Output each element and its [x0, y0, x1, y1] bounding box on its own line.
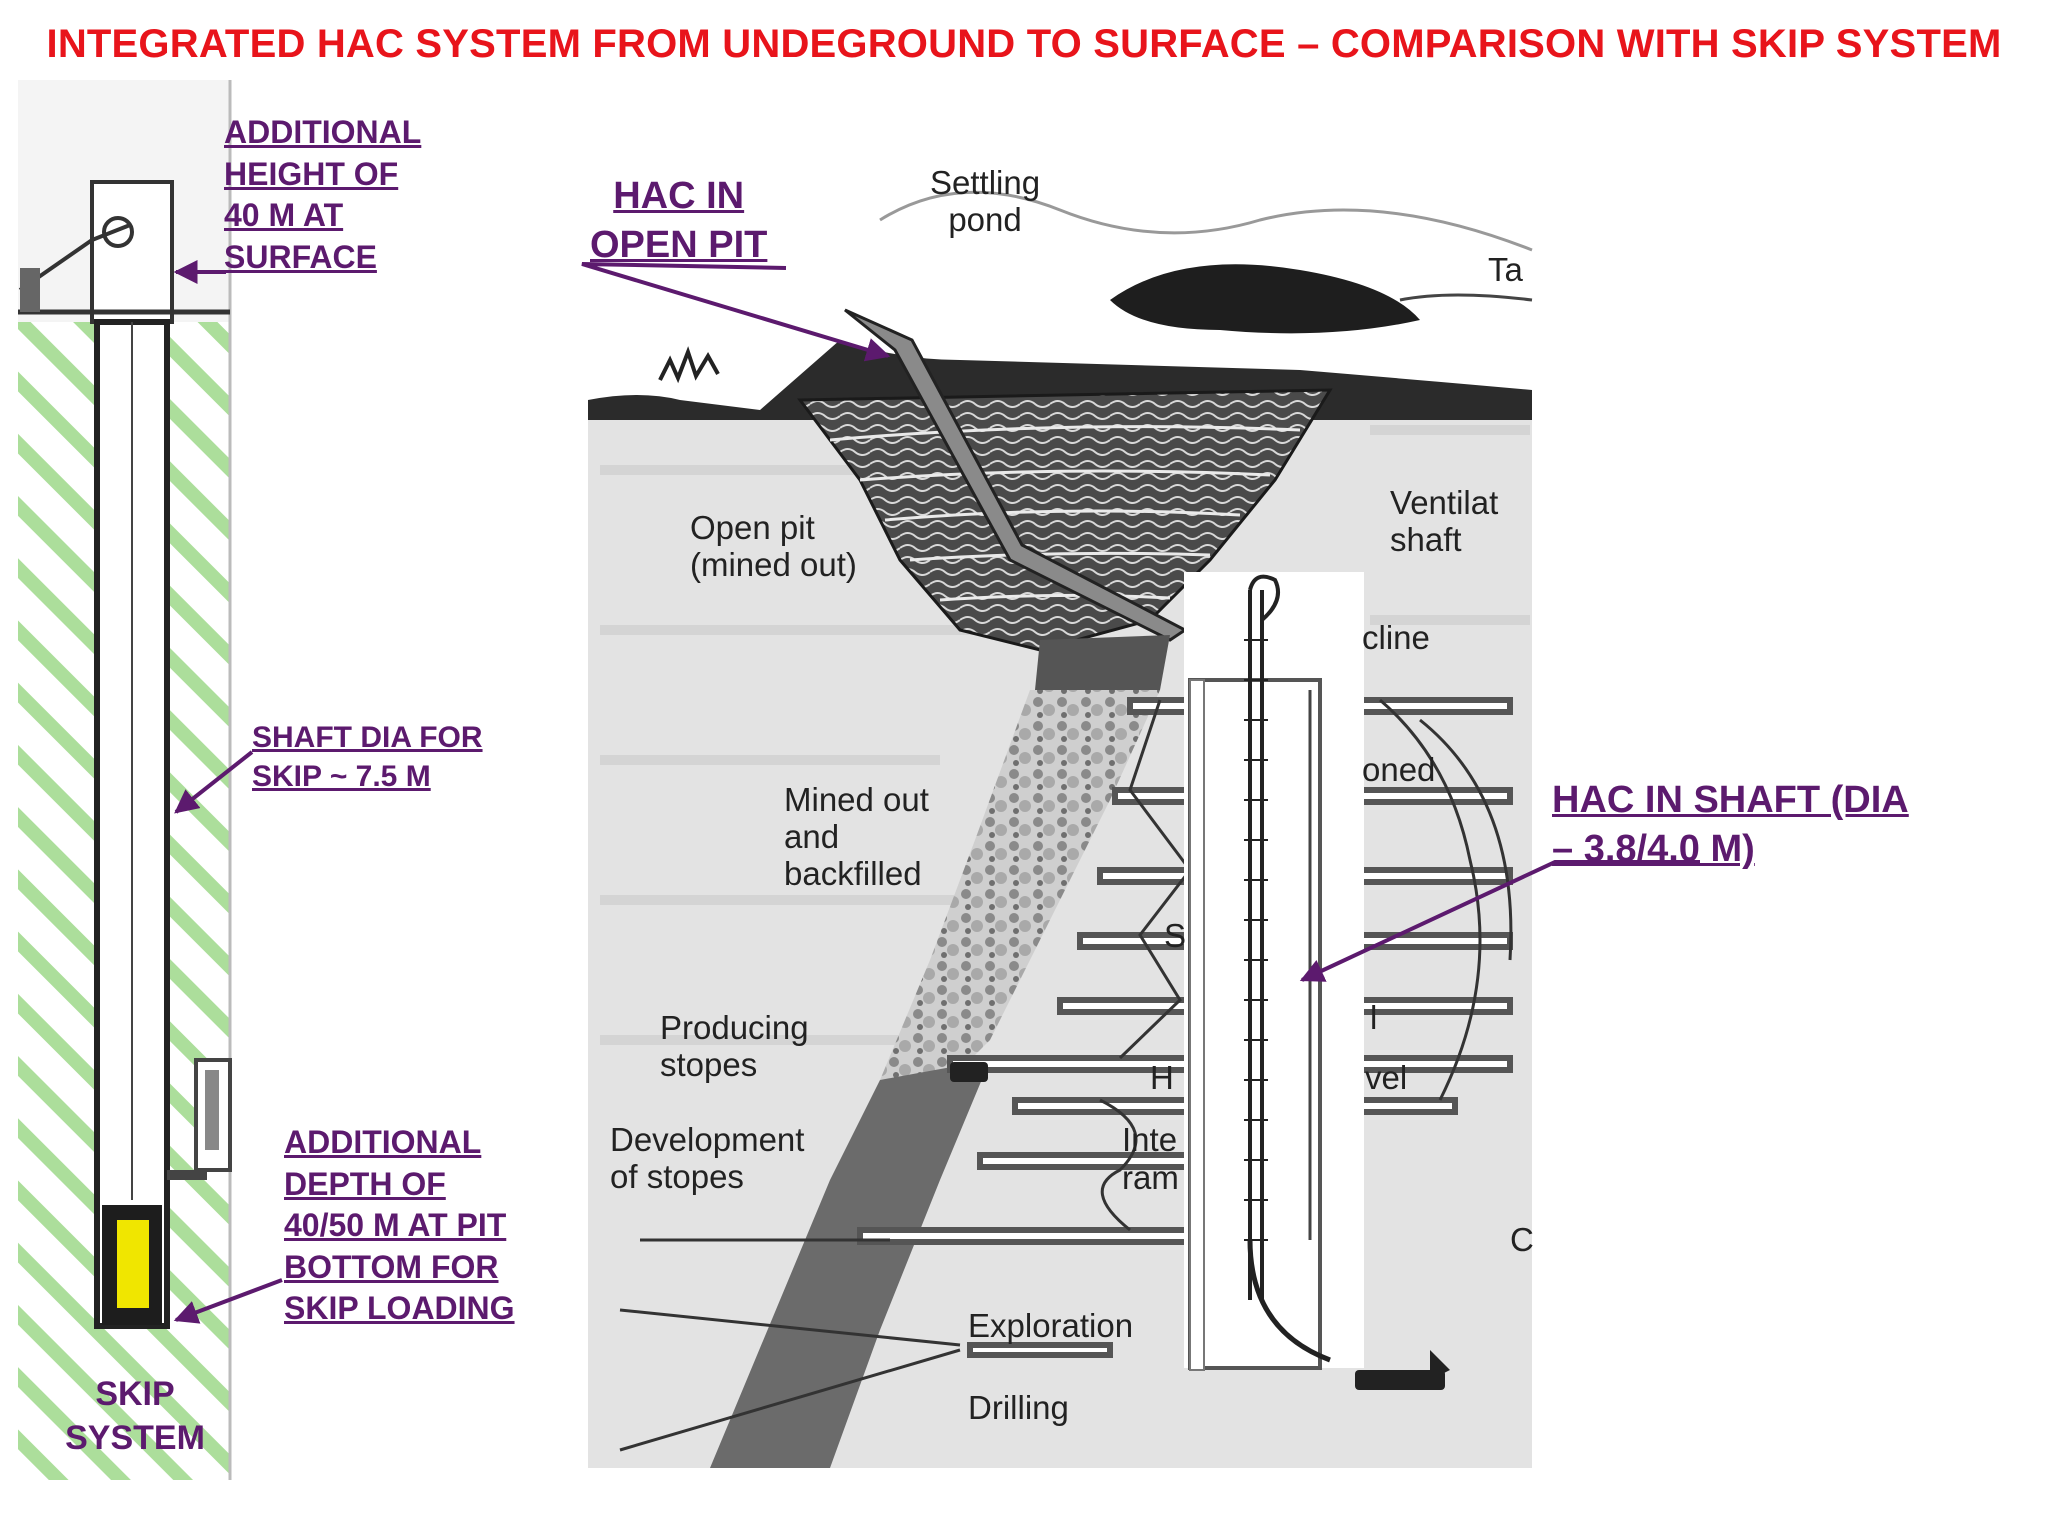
backfilled-zone — [880, 690, 1160, 1080]
callout-shaft-dia: SHAFT DIA FOR SKIP ~ 7.5 M — [252, 721, 483, 793]
label-ram: ram — [1122, 1159, 1179, 1196]
label-level: vel — [1365, 1059, 1408, 1096]
skip-system-label: SKIP SYSTEM — [65, 1375, 205, 1458]
hac-shaft-inset — [1184, 572, 1364, 1371]
label-l: l — [1370, 999, 1378, 1036]
callout-hac-shaft: HAC IN SHAFT (DIA – 3.8/4.0 M) — [1552, 779, 1909, 871]
label-ta: Ta — [1488, 251, 1523, 288]
headframe — [90, 180, 174, 324]
mine-cross-section — [588, 150, 1533, 1468]
callout-arrows — [173, 260, 1700, 1324]
label-producing-stopes: Producing stopes — [660, 1009, 809, 1083]
orebody — [710, 1060, 990, 1468]
arrow-hac-shaft — [1299, 860, 1700, 982]
label-h: H — [1150, 1059, 1174, 1096]
callout-hac-open-pit: HAC IN OPEN PIT — [590, 175, 768, 267]
arrow-shaft-dia — [174, 750, 254, 814]
hac-conveyor-pit — [844, 308, 1188, 642]
label-open-pit: Open pit (mined out) — [690, 509, 857, 583]
label-decline: cline — [1362, 619, 1430, 656]
skip-system-diagram — [18, 80, 232, 1480]
label-mined-out: Mined out and backfilled — [784, 781, 929, 892]
open-pit — [797, 388, 1333, 652]
label-s: S — [1164, 917, 1187, 954]
label-ventilation-shaft: Ventilat shaft — [1390, 484, 1499, 558]
callout-pit-depth: ADDITIONAL DEPTH OF 40/50 M AT PIT BOTTO… — [284, 1124, 515, 1327]
label-inte: Inte — [1122, 1121, 1178, 1158]
label-exploration: Exploration — [968, 1307, 1134, 1344]
label-c: C — [1510, 1221, 1534, 1258]
page-title: INTEGRATED HAC SYSTEM FROM UNDEGROUND TO… — [46, 22, 2002, 66]
label-abandoned: oned — [1362, 751, 1436, 788]
label-settling-pond: Settling pond — [930, 164, 1041, 238]
arrow-hac-open-pit — [581, 262, 891, 362]
arrow-pit-depth — [173, 1278, 283, 1324]
callout-surface-height: ADDITIONAL HEIGHT OF 40 M AT SURFACE — [224, 114, 422, 275]
label-drilling: Drilling — [968, 1389, 1069, 1426]
label-development: Development of stopes — [610, 1121, 805, 1195]
